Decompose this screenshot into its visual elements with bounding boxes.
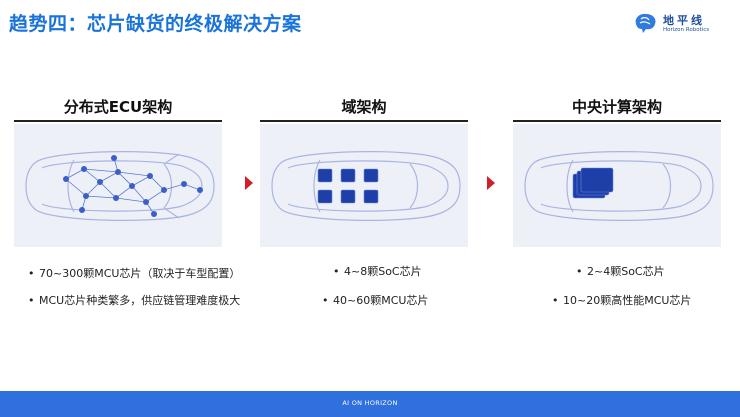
logo-subtitle: Horizon Robotics (663, 27, 710, 33)
panel-domain (260, 124, 468, 247)
bullet-dot: • (322, 294, 329, 307)
bullet-text: 4~8颗SoC芯片 (344, 265, 422, 278)
bullet-item: • 70~300颗MCU芯片（取决于车型配置） (28, 265, 240, 281)
right-arrow-icon (487, 176, 495, 190)
bullet-dot: • (28, 267, 35, 280)
panel-central-computing (513, 124, 721, 247)
footer-bar: AI ON HORIZON (0, 391, 740, 417)
car-topview-icon (25, 151, 215, 221)
chip-stack-icon (317, 168, 379, 204)
bullet-item: • 10~20颗高性能MCU芯片 (552, 292, 691, 308)
bullet-text: 2~4颗SoC芯片 (587, 265, 665, 278)
column-title-distributed-ecu: 分布式ECU架构 (63, 98, 173, 116)
column-title-central-computing: 中央计算架构 (571, 98, 662, 116)
bullet-item: • 40~60颗MCU芯片 (322, 292, 428, 308)
horizon-brain-logo-icon (635, 13, 656, 33)
bullet-text: 40~60颗MCU芯片 (333, 294, 429, 307)
car-topview-icon (524, 151, 714, 221)
column-divider (260, 120, 468, 122)
column-divider (14, 120, 222, 122)
column-divider (513, 120, 721, 122)
footer-text: AI ON HORIZON (342, 399, 398, 407)
chip-stack-icon (572, 167, 614, 199)
bullet-text: 10~20颗高性能MCU芯片 (563, 294, 692, 307)
column-title-domain: 域架构 (341, 98, 387, 116)
bullet-dot: • (333, 265, 340, 278)
bullet-item: • 2~4颗SoC芯片 (576, 263, 665, 279)
bullet-dot: • (576, 265, 583, 278)
right-arrow-icon (245, 176, 253, 190)
bullet-text: MCU芯片种类繁多，供应链管理难度极大 (39, 294, 241, 307)
logo-name: 地平线 (663, 14, 705, 27)
slide-title: 趋势四：芯片缺货的终极解决方案 (9, 13, 302, 35)
bullet-dot: • (552, 294, 559, 307)
bullet-item: • MCU芯片种类繁多，供应链管理难度极大 (28, 292, 240, 308)
bullet-item: • 4~8颗SoC芯片 (333, 263, 422, 279)
car-topview-icon (271, 151, 461, 221)
bullet-dot: • (28, 294, 35, 307)
brand-logo: 地平线 Horizon Robotics (632, 10, 724, 38)
bullet-text: 70~300颗MCU芯片（取决于车型配置） (39, 267, 241, 280)
panel-distributed-ecu (14, 124, 222, 247)
